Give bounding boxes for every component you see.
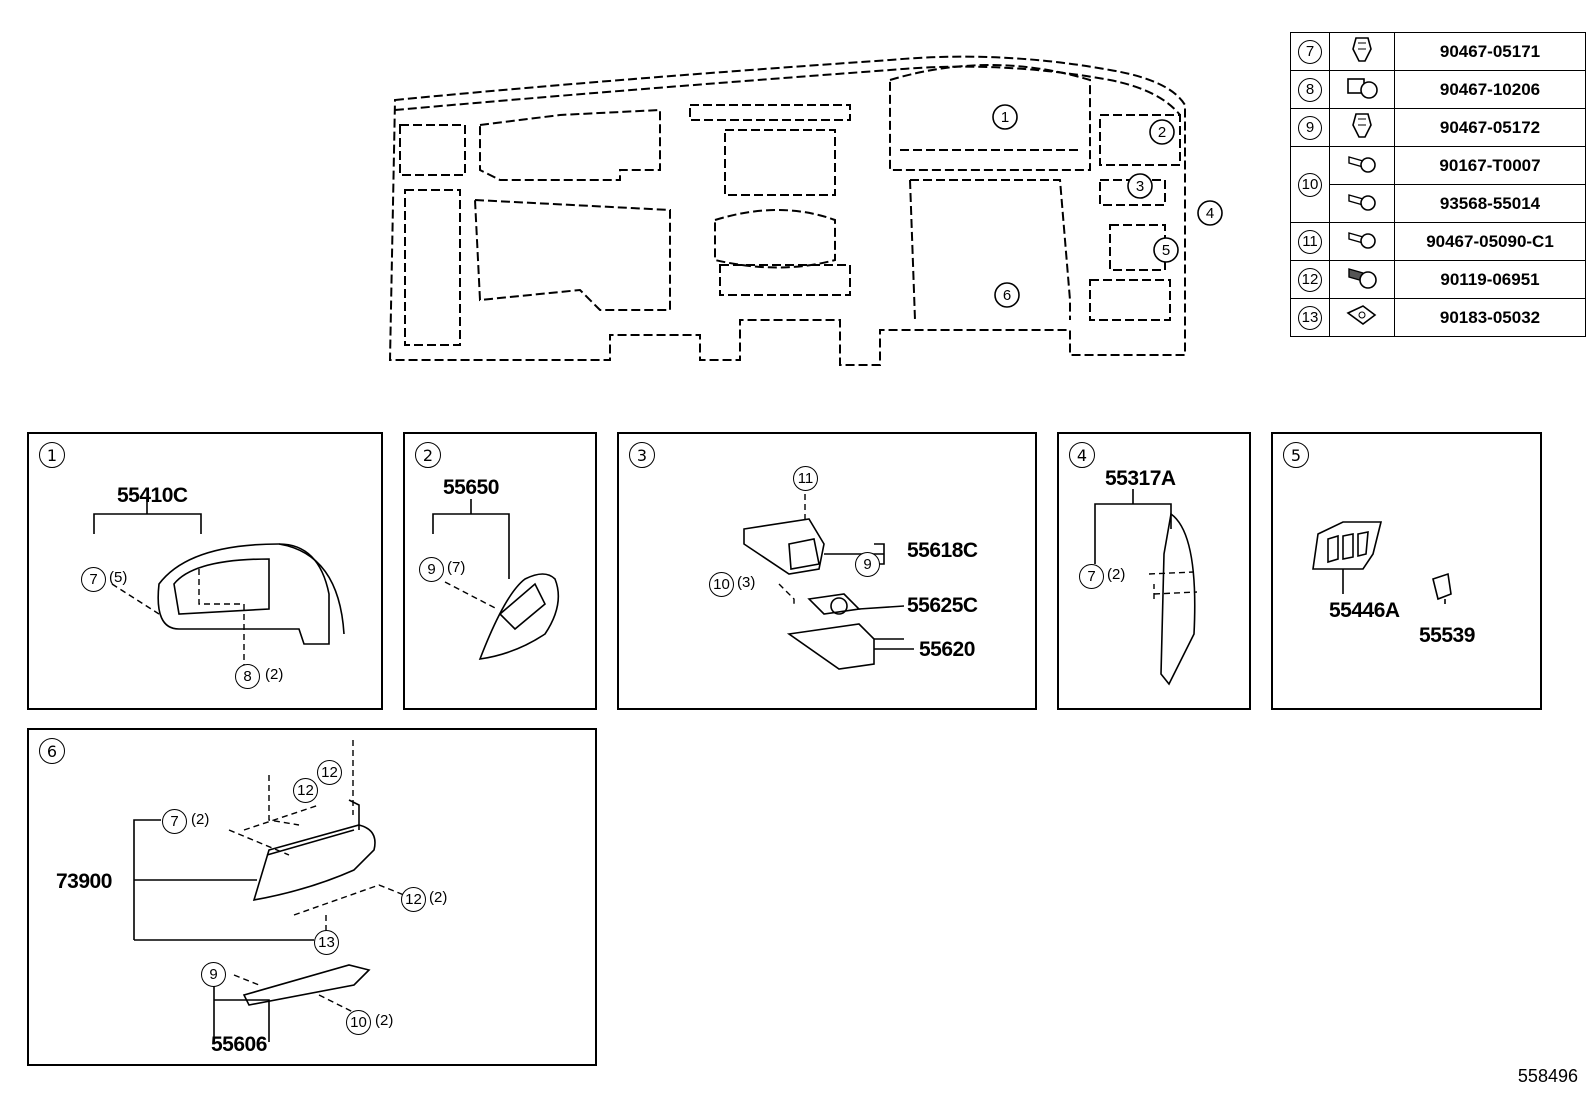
- part-label-73900: 73900: [56, 870, 112, 893]
- panel-number: 6: [39, 738, 65, 764]
- qty-12: (2): [429, 889, 448, 906]
- legend-row-8: 8 90467-10206: [1290, 70, 1586, 109]
- part-label-55446A: 55446A: [1329, 599, 1400, 622]
- callout-12: 12: [293, 778, 318, 803]
- callout-9: 9: [855, 552, 880, 577]
- fastener-legend-table: 7 90467-05171 8 90467-10206 9 90467-0517…: [1290, 32, 1586, 337]
- meter-hood-drawing: [93, 499, 345, 669]
- clip-icon: [1352, 113, 1372, 138]
- callout-12: 12: [317, 760, 342, 785]
- callout-7: 7: [1079, 564, 1104, 589]
- legend-part-13: 90183-05032: [1394, 298, 1586, 337]
- callout-5: 5: [1162, 242, 1170, 259]
- callout-4: 4: [1206, 205, 1214, 222]
- legend-num-9: 9: [1298, 115, 1322, 140]
- callout-7: 7: [81, 567, 106, 592]
- legend-num-11: 11: [1298, 229, 1322, 254]
- switch-drawing: [1312, 521, 1452, 604]
- legend-part-10a: 90167-T0007: [1394, 146, 1586, 185]
- legend-part-8: 90467-10206: [1394, 70, 1586, 109]
- callout-12: 12: [401, 887, 426, 912]
- screw-icon: [1348, 156, 1376, 173]
- part-label-55620: 55620: [919, 638, 975, 661]
- side-vent-drawing: [432, 499, 560, 660]
- part-label-55618C: 55618C: [907, 539, 978, 562]
- qty-9: (7): [447, 559, 466, 576]
- bolt-icon: [1348, 268, 1377, 289]
- legend-row-7: 7 90467-05171: [1290, 32, 1586, 71]
- callout-6: 6: [1003, 287, 1011, 304]
- qty-10: (3): [737, 574, 756, 591]
- panel-number: 4: [1069, 442, 1095, 468]
- callout-2: 2: [1158, 124, 1166, 141]
- part-label-55650: 55650: [443, 476, 499, 499]
- legend-row-11: 11 90467-05090-C1: [1290, 222, 1586, 261]
- callout-13: 13: [314, 930, 339, 955]
- legend-row-13: 13 90183-05032: [1290, 298, 1586, 337]
- part-label-55539: 55539: [1419, 624, 1475, 647]
- qty-7: (2): [191, 811, 210, 828]
- panel-5: 5 55446A 55539: [1271, 432, 1542, 710]
- panel-4: 4 55317A 7 (2): [1057, 432, 1251, 710]
- panel-number: 1: [39, 442, 65, 468]
- part-label-55606: 55606: [211, 1033, 267, 1056]
- qty-7: (2): [1107, 566, 1126, 583]
- diagram-reference-number: 558496: [1517, 1066, 1578, 1086]
- callout-9: 9: [201, 962, 226, 987]
- callout-9: 9: [419, 557, 444, 582]
- legend-row-10a: 10 90167-T0007: [1290, 146, 1586, 223]
- side-panel-drawing: [1094, 489, 1198, 686]
- legend-row-10b: 93568-55014: [1291, 184, 1586, 223]
- screw-icon: [1348, 194, 1376, 211]
- legend-row-9: 9 90467-05172: [1290, 108, 1586, 147]
- legend-num-8: 8: [1298, 77, 1322, 102]
- callout-10: 10: [346, 1010, 371, 1035]
- panel-1: 1 55410C 7 (5) 8 (2): [27, 432, 383, 710]
- legend-part-11: 90467-05090-C1: [1394, 222, 1586, 261]
- nut-clip-icon: [1346, 305, 1377, 325]
- panel-number: 5: [1283, 442, 1309, 468]
- legend-num-13: 13: [1298, 305, 1322, 330]
- screw-icon: [1348, 232, 1376, 249]
- part-label-55625C: 55625C: [907, 594, 978, 617]
- callout-10: 10: [709, 572, 734, 597]
- legend-part-9: 90467-05172: [1394, 108, 1586, 147]
- part-label-55317A: 55317A: [1105, 467, 1176, 490]
- part-label-55410C: 55410C: [117, 484, 188, 507]
- legend-part-10b: 93568-55014: [1394, 184, 1586, 223]
- legend-num-12: 12: [1298, 267, 1322, 292]
- push-rivet-icon: [1347, 78, 1378, 99]
- callout-7: 7: [162, 809, 187, 834]
- callout-3: 3: [1136, 178, 1144, 195]
- legend-part-7: 90467-05171: [1394, 32, 1586, 71]
- callout-11: 11: [793, 466, 818, 491]
- panel-6: 6 12 12 7 (2) 73900 12 (2) 13 9 55606 10…: [27, 728, 597, 1066]
- qty-7: (5): [109, 569, 128, 586]
- callout-1: 1: [1001, 109, 1009, 126]
- qty-10: (2): [375, 1012, 394, 1029]
- panel-number: 3: [629, 442, 655, 468]
- callout-8: 8: [235, 664, 260, 689]
- legend-num-7: 7: [1298, 39, 1322, 64]
- qty-8: (2): [265, 666, 284, 683]
- clip-icon: [1352, 37, 1372, 62]
- panel-number: 2: [415, 442, 441, 468]
- legend-part-12: 90119-06951: [1394, 260, 1586, 299]
- panel-3: 3 11 55618C 9 10 (3) 55625C 55620: [617, 432, 1037, 710]
- legend-num-10: 10: [1298, 172, 1322, 197]
- legend-row-12: 12 90119-06951: [1290, 260, 1586, 299]
- panel-2: 2 55650 9 (7): [403, 432, 597, 710]
- ashtray-assembly-drawing: [743, 494, 914, 670]
- lower-panel-drawing: [133, 740, 405, 1042]
